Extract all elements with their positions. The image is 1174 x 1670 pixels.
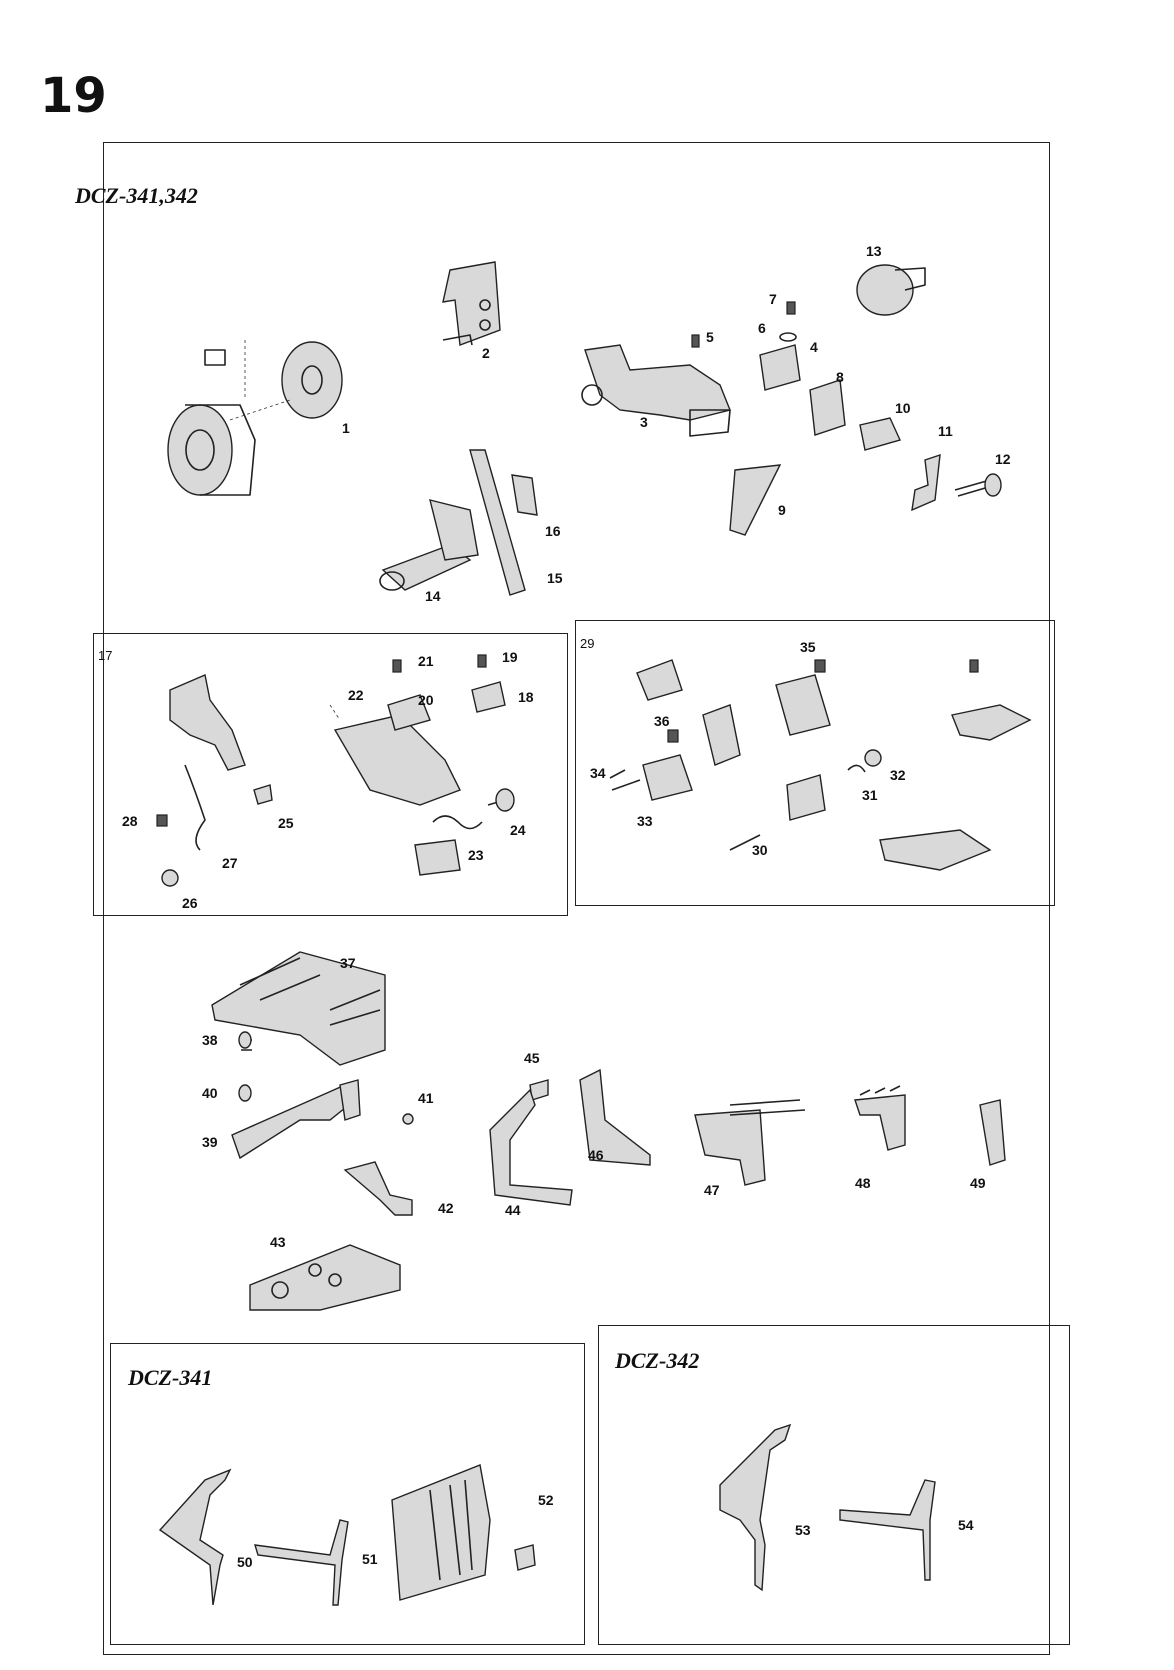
callout-2: 2	[482, 345, 490, 361]
callout-41: 41	[418, 1090, 434, 1106]
callout-22: 22	[348, 687, 364, 703]
callout-1: 1	[342, 420, 350, 436]
callout-33: 33	[637, 813, 653, 829]
callout-5: 5	[706, 329, 714, 345]
callout-24: 24	[510, 822, 526, 838]
callout-54: 54	[958, 1517, 974, 1533]
callout-labels: 1 2 3 4 5 6 7 8 9 10 11 12 13 14 15 16 1…	[98, 243, 1011, 1570]
callout-30: 30	[752, 842, 768, 858]
dcz342-title: DCZ-342	[615, 1348, 700, 1373]
callout-13: 13	[866, 243, 882, 259]
callout-17: 17	[98, 648, 112, 663]
box-29-frame	[575, 620, 1055, 906]
box-dcz341-frame	[110, 1343, 585, 1645]
callout-45: 45	[524, 1050, 540, 1066]
callout-6: 6	[758, 320, 766, 336]
callout-36: 36	[654, 713, 670, 729]
callout-19: 19	[502, 649, 518, 665]
dcz341-parts	[158, 1464, 536, 1606]
callout-43: 43	[270, 1234, 286, 1250]
callout-21: 21	[418, 653, 434, 669]
callout-34: 34	[590, 765, 606, 781]
callout-8: 8	[836, 369, 844, 385]
callout-29: 29	[580, 636, 594, 651]
callout-18: 18	[518, 689, 534, 705]
box-29-parts	[609, 659, 1032, 871]
callout-16: 16	[545, 523, 561, 539]
callout-9: 9	[778, 502, 786, 518]
callout-44: 44	[505, 1202, 521, 1218]
callout-39: 39	[202, 1134, 218, 1150]
callout-42: 42	[438, 1200, 454, 1216]
dcz341-title: DCZ-341	[128, 1365, 213, 1390]
box-17-frame	[93, 633, 568, 916]
part-3-arm	[581, 344, 731, 437]
callout-14: 14	[425, 588, 441, 604]
callout-37: 37	[340, 955, 356, 971]
parts-14-16	[379, 449, 538, 596]
callout-31: 31	[862, 787, 878, 803]
callout-40: 40	[202, 1085, 218, 1101]
part-1-eccentric-cam	[167, 340, 343, 496]
outer-frame	[103, 142, 1050, 1655]
callout-26: 26	[182, 895, 198, 911]
box-dcz342-frame	[598, 1325, 1070, 1645]
callout-4: 4	[810, 339, 818, 355]
callout-50: 50	[237, 1554, 253, 1570]
upper-small-parts	[691, 264, 1002, 536]
parts-37-49	[211, 951, 1006, 1311]
callout-47: 47	[704, 1182, 720, 1198]
callout-46: 46	[588, 1147, 604, 1163]
callout-23: 23	[468, 847, 484, 863]
callout-20: 20	[418, 692, 434, 708]
page-number: 19	[40, 68, 107, 124]
callout-51: 51	[362, 1551, 378, 1567]
callout-10: 10	[895, 400, 911, 416]
callout-38: 38	[202, 1032, 218, 1048]
callout-53: 53	[795, 1522, 811, 1538]
callout-27: 27	[222, 855, 238, 871]
callout-11: 11	[938, 423, 953, 439]
callout-15: 15	[547, 570, 563, 586]
callout-25: 25	[278, 815, 294, 831]
callout-49: 49	[970, 1175, 986, 1191]
main-section-title: DCZ-341,342	[75, 183, 198, 208]
dcz342-parts	[719, 1423, 936, 1592]
callout-35: 35	[800, 639, 816, 655]
callout-7: 7	[769, 291, 777, 307]
callout-3: 3	[640, 414, 648, 430]
box-17-parts	[156, 654, 515, 887]
callout-52: 52	[538, 1492, 554, 1508]
callout-48: 48	[855, 1175, 871, 1191]
part-2-bracket	[442, 261, 501, 346]
callout-28: 28	[122, 813, 138, 829]
callout-12: 12	[995, 451, 1011, 467]
callout-32: 32	[890, 767, 906, 783]
